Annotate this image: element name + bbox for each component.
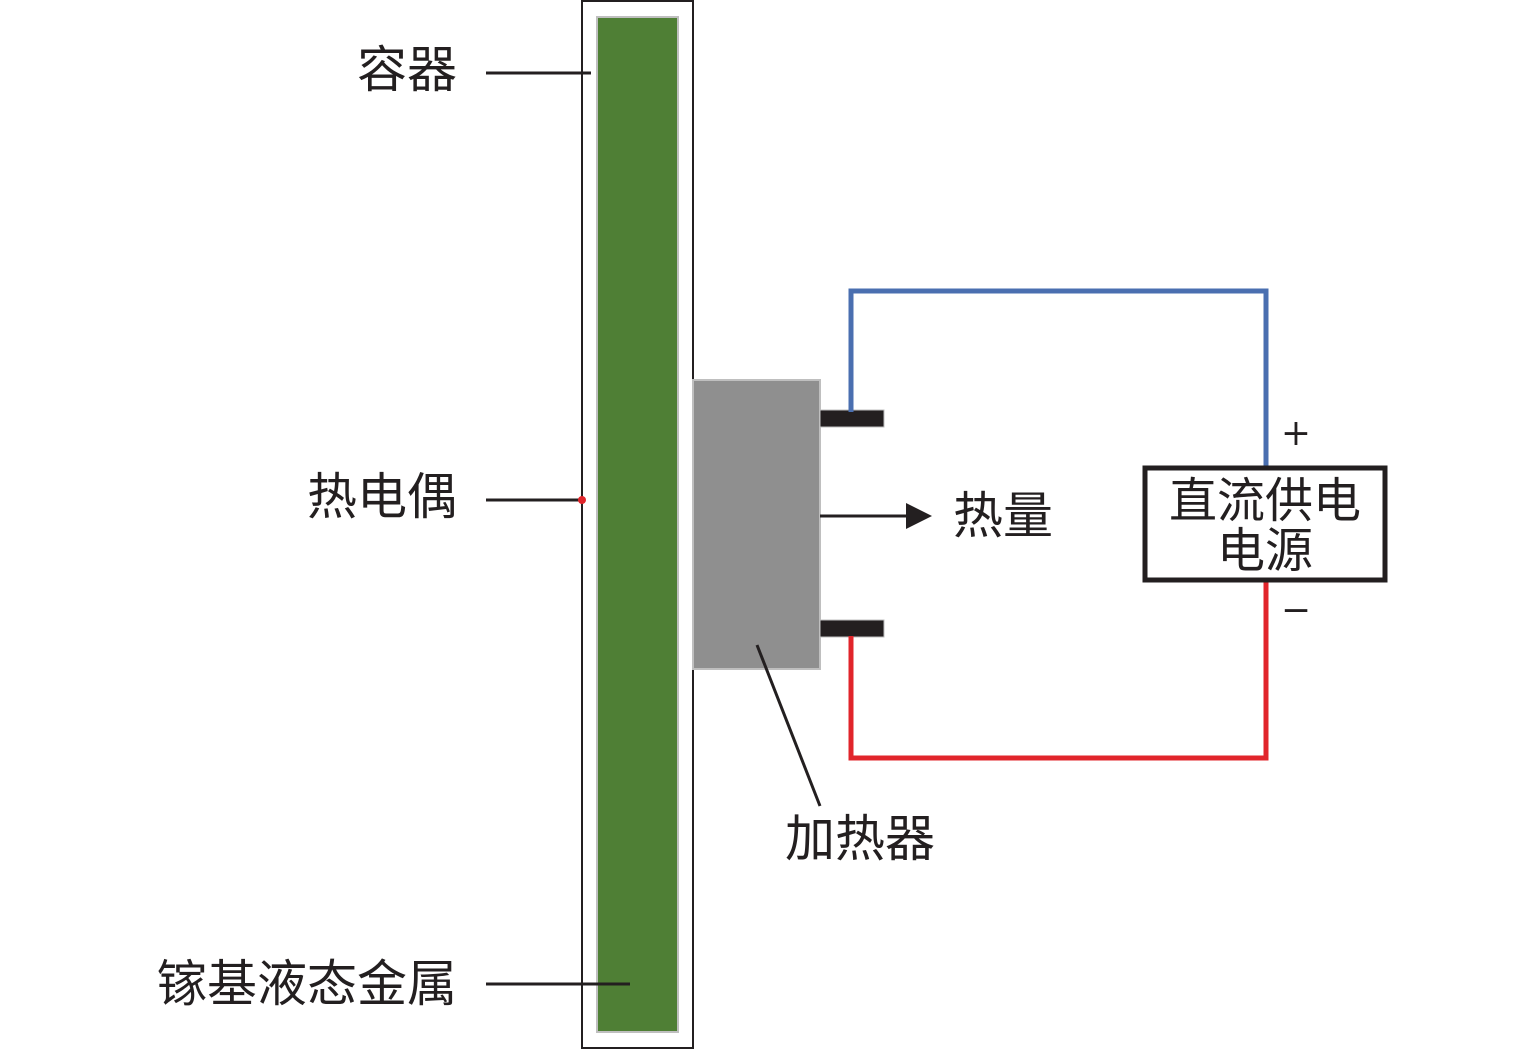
heater-label: 加热器 <box>785 810 935 868</box>
power-supply-label-line2: 电源 <box>1217 523 1313 579</box>
liquid-metal <box>596 16 679 1033</box>
thermocouple-point <box>578 496 586 504</box>
liquid-metal-label: 镓基液态金属 <box>157 955 457 1013</box>
dc-power-supply-box <box>1142 465 1388 583</box>
container-label: 容器 <box>357 41 457 99</box>
heater-leader-line <box>755 644 822 807</box>
heater-terminal-top <box>819 409 885 428</box>
minus-sign: − <box>1281 590 1311 631</box>
heater-block <box>692 379 821 670</box>
wire-positive <box>848 288 1269 468</box>
wire-negative <box>848 580 1269 761</box>
heat-label: 热量 <box>953 487 1053 545</box>
heat-arrow-head <box>906 503 932 529</box>
plus-sign: + <box>1281 413 1311 454</box>
power-supply-label-line1: 直流供电 <box>1169 473 1361 529</box>
heater-terminal-bottom <box>819 619 885 638</box>
thermocouple-label: 热电偶 <box>307 468 457 526</box>
